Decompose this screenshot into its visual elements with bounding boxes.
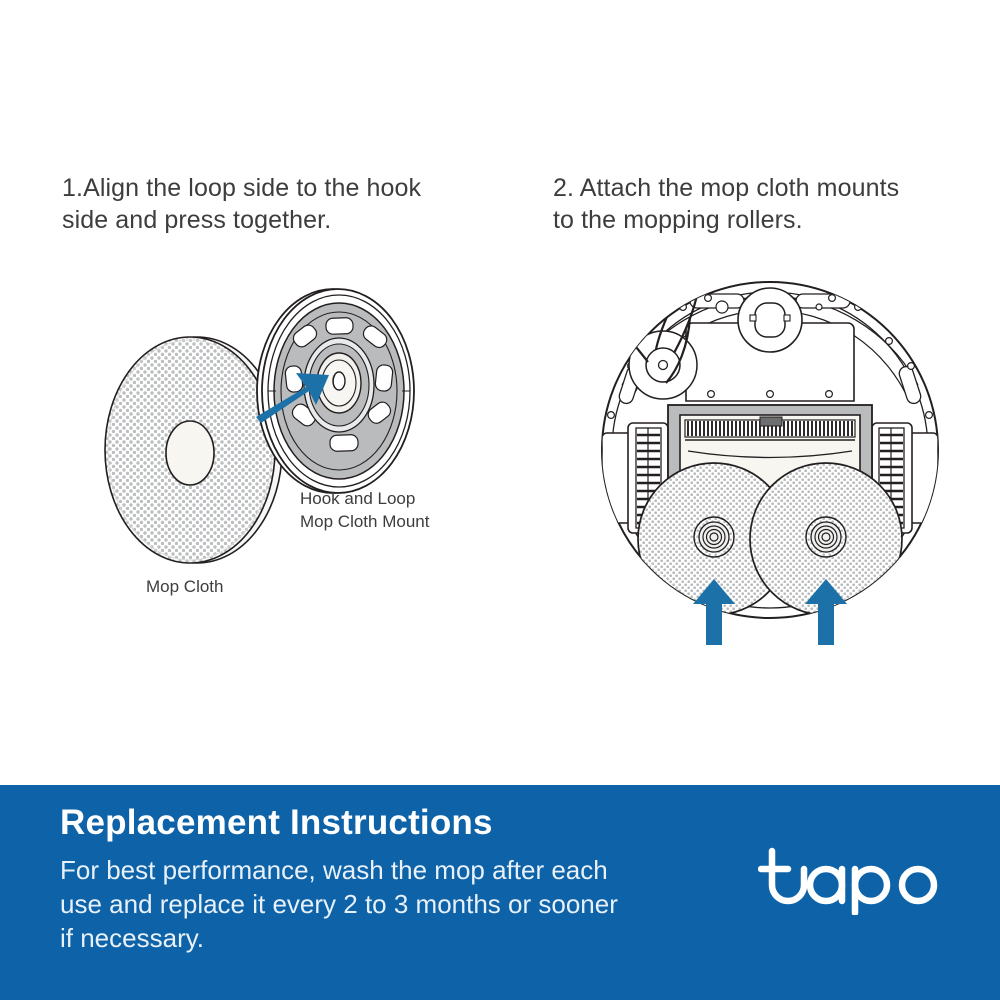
main-brush-bay: [667, 404, 873, 517]
step-2-text: Attach the mop cloth mounts to the moppi…: [553, 174, 900, 234]
caster-wheel: [737, 287, 803, 353]
robot-vacuum-underside-diagram: [601, 281, 939, 645]
label-mop-cloth: Mop Cloth: [146, 577, 224, 596]
instruction-step-2: 2. Attach the mop cloth mounts to the mo…: [553, 172, 973, 236]
mop-pad-right: [749, 462, 903, 616]
label-hook-and-loop-mop-cloth-mount: Hook and Loop Mop Cloth Mount: [300, 489, 430, 531]
drive-wheel-left: [602, 422, 669, 534]
step-1-text: Align the loop side to the hook side and…: [62, 174, 422, 234]
hook-and-loop-mount-disc: [256, 288, 415, 494]
attach-arrow: [256, 373, 329, 423]
mop-cloth-disc: [104, 336, 283, 564]
attach-arrow-left: [693, 579, 735, 645]
mop-cloth-and-mount-diagram: [104, 288, 415, 564]
footer-banner: Replacement Instructions For best perfor…: [0, 785, 1000, 1000]
side-brush: [602, 284, 700, 400]
step-2-number: 2.: [553, 174, 575, 202]
drive-wheel-right: [871, 422, 938, 534]
chassis-outline: [601, 281, 939, 619]
step-1-number: 1.: [62, 174, 84, 202]
footer-title: Replacement Instructions: [60, 803, 493, 842]
footer-body-text: For best performance, wash the mop after…: [60, 855, 618, 953]
tapo-logo: [758, 847, 938, 915]
mop-pad-left: [637, 462, 791, 616]
attach-arrow-right: [805, 579, 847, 645]
dust-bin-plate: [685, 322, 855, 402]
instruction-step-1: 1.Align the loop side to the hook side a…: [62, 172, 482, 236]
